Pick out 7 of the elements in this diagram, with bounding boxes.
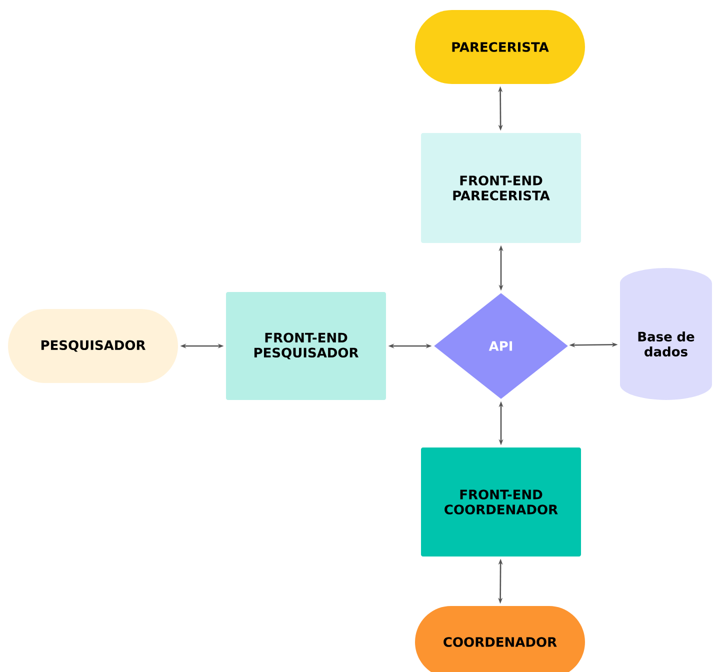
process-box: FRONT-END COORDENADOR — [421, 448, 581, 556]
actor-pill: PESQUISADOR — [8, 309, 178, 383]
actor-pill: PARECERISTA — [415, 10, 585, 84]
database-cylinder: Base de dados — [620, 268, 712, 400]
actor-pill: COORDENADOR — [415, 606, 585, 672]
process-box: FRONT-END PESQUISADOR — [226, 292, 386, 400]
process-box: FRONT-END PARECERISTA — [421, 133, 581, 243]
